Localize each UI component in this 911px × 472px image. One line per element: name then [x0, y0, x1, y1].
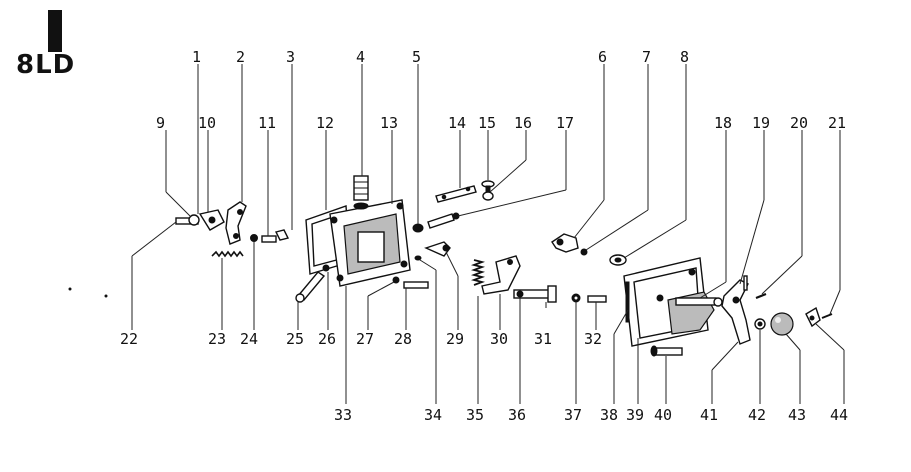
callout-15: 15: [478, 114, 496, 132]
callout-2: 2: [236, 48, 245, 66]
pin-21: [821, 313, 833, 319]
spring-23: [211, 250, 244, 258]
lever-6: [551, 233, 579, 253]
callouts-bottom: 22 23 24 25 26 27 28 29 30 31 32 33 34 3…: [120, 330, 848, 424]
callout-32: 32: [584, 330, 602, 348]
washer-7: [580, 248, 588, 256]
callout-20: 20: [790, 114, 808, 132]
callout-39: 39: [626, 406, 644, 424]
cover-38-39: [623, 257, 715, 347]
washer-27: [392, 276, 400, 284]
callout-7: 7: [642, 48, 651, 66]
leader-lines: [131, 64, 845, 404]
callout-24: 24: [240, 330, 258, 348]
small-screws-left: [250, 229, 290, 243]
shaft-31: [513, 285, 557, 303]
model-label: 8LD: [16, 50, 76, 80]
callout-31: 31: [534, 330, 552, 348]
shaft-18: [675, 297, 723, 307]
callout-37: 37: [564, 406, 582, 424]
callout-19: 19: [752, 114, 770, 132]
lever-29: [414, 241, 451, 261]
callout-8: 8: [680, 48, 689, 66]
callout-21: 21: [828, 114, 846, 132]
callout-14: 14: [448, 114, 466, 132]
callout-5: 5: [412, 48, 421, 66]
screw-25: [295, 264, 330, 303]
bolt-4: [353, 175, 369, 210]
callout-35: 35: [466, 406, 484, 424]
plate-14: [435, 185, 477, 203]
lever-30: [481, 255, 521, 295]
callout-25: 25: [286, 330, 304, 348]
callout-41: 41: [700, 406, 718, 424]
knob-43: [770, 312, 794, 336]
nut-16: [482, 191, 494, 201]
left-lever-group: [175, 201, 247, 245]
pin-20: [755, 292, 767, 300]
callout-33: 33: [334, 406, 352, 424]
lever-41: [721, 275, 751, 345]
callout-18: 18: [714, 114, 732, 132]
callout-30: 30: [490, 330, 508, 348]
callout-29: 29: [446, 330, 464, 348]
callout-16: 16: [514, 114, 532, 132]
callout-43: 43: [788, 406, 806, 424]
washer-42: [754, 318, 766, 330]
callout-34: 34: [424, 406, 442, 424]
model-marker-bar: [48, 10, 62, 52]
callout-26: 26: [318, 330, 336, 348]
housing-33: [329, 199, 411, 287]
callout-23: 23: [208, 330, 226, 348]
callout-40: 40: [654, 406, 672, 424]
callout-9: 9: [156, 114, 165, 132]
screw-44: [805, 306, 821, 328]
callout-10: 10: [198, 114, 216, 132]
seal-5: [412, 223, 424, 233]
washer-8: [609, 254, 627, 266]
callout-44: 44: [830, 406, 848, 424]
callout-6: 6: [598, 48, 607, 66]
washer-37: [571, 293, 581, 303]
callout-28: 28: [394, 330, 412, 348]
callout-11: 11: [258, 114, 276, 132]
spring-35: [470, 259, 486, 286]
callouts-top: 1 2 3 4 5 6 7 8 9 10 11 12 13 14 15 16 1…: [156, 48, 846, 132]
callout-3: 3: [286, 48, 295, 66]
callout-22: 22: [120, 330, 138, 348]
callout-36: 36: [508, 406, 526, 424]
screw-32: [587, 295, 607, 303]
screw-40: [650, 345, 683, 357]
callout-27: 27: [356, 330, 374, 348]
callout-42: 42: [748, 406, 766, 424]
callout-38: 38: [600, 406, 618, 424]
callout-12: 12: [316, 114, 334, 132]
callout-13: 13: [380, 114, 398, 132]
callout-17: 17: [556, 114, 574, 132]
callout-4: 4: [356, 48, 365, 66]
callout-1: 1: [192, 48, 201, 66]
pin-17: [427, 212, 460, 229]
screw-28: [403, 281, 429, 289]
